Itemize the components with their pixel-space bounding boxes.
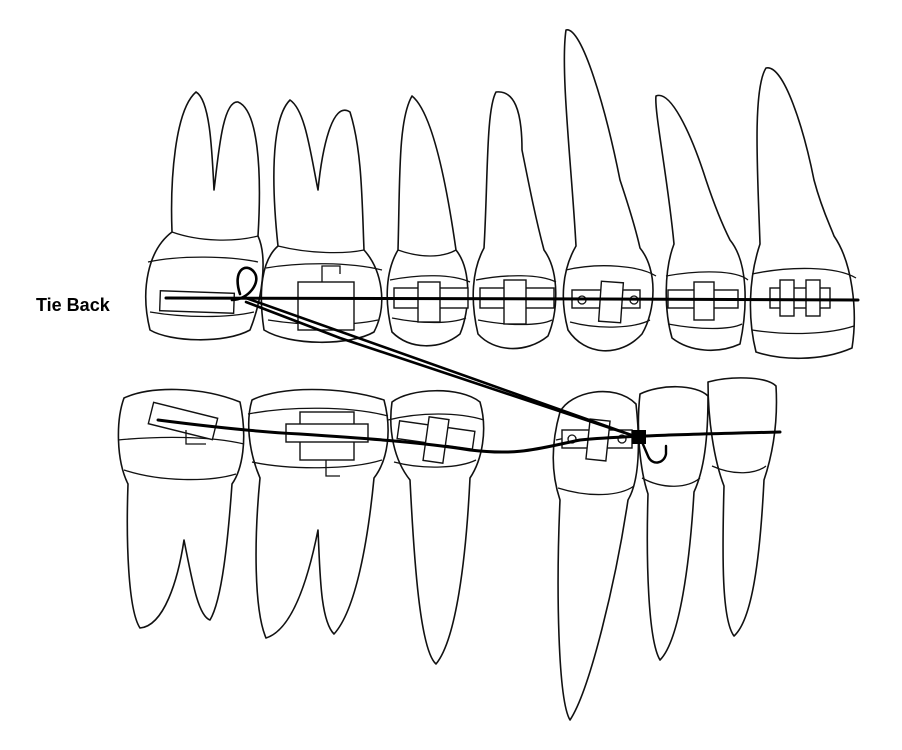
- upper-molar-tube: [158, 289, 236, 315]
- lower-crimpable-hook: [640, 440, 668, 464]
- tie-back-ligature: [230, 266, 258, 302]
- upper-molar-bracket: [297, 281, 355, 331]
- upper-canine-bracket-pad: [597, 280, 625, 324]
- tie-back: [230, 266, 668, 464]
- lower-hook-stop: [632, 430, 646, 444]
- upper-premolar-1-bracket-pad: [417, 281, 441, 323]
- lower-molar-1: [117, 388, 245, 629]
- upper-central-bracket-pad-2: [805, 279, 821, 317]
- upper-central-incisor: [749, 67, 857, 360]
- tie-back-label: Tie Back: [36, 295, 111, 315]
- lower-arch: [117, 377, 778, 721]
- upper-premolar-1: [386, 95, 471, 347]
- lower-central-incisor: [707, 377, 778, 637]
- upper-premolar-2-bracket-pad: [503, 279, 527, 325]
- upper-central-bracket-pad-1: [779, 279, 795, 317]
- lower-molar-tube: [147, 401, 219, 441]
- upper-lateral-bracket-pad: [693, 281, 715, 321]
- upper-archwire: [164, 296, 860, 302]
- upper-arch: [144, 29, 857, 360]
- tie-back-elastic-lower: [244, 300, 642, 440]
- upper-lateral-incisor: [655, 94, 749, 352]
- lower-premolar-bracket-pad: [422, 416, 450, 464]
- upper-central-bracket: [769, 287, 831, 309]
- upper-canine: [562, 29, 657, 352]
- upper-molar-1: [144, 91, 264, 341]
- lower-premolar: [387, 389, 485, 665]
- upper-brackets: [158, 265, 831, 331]
- tie-back-elastic-upper: [244, 296, 642, 440]
- lower-lateral-incisor: [637, 385, 709, 661]
